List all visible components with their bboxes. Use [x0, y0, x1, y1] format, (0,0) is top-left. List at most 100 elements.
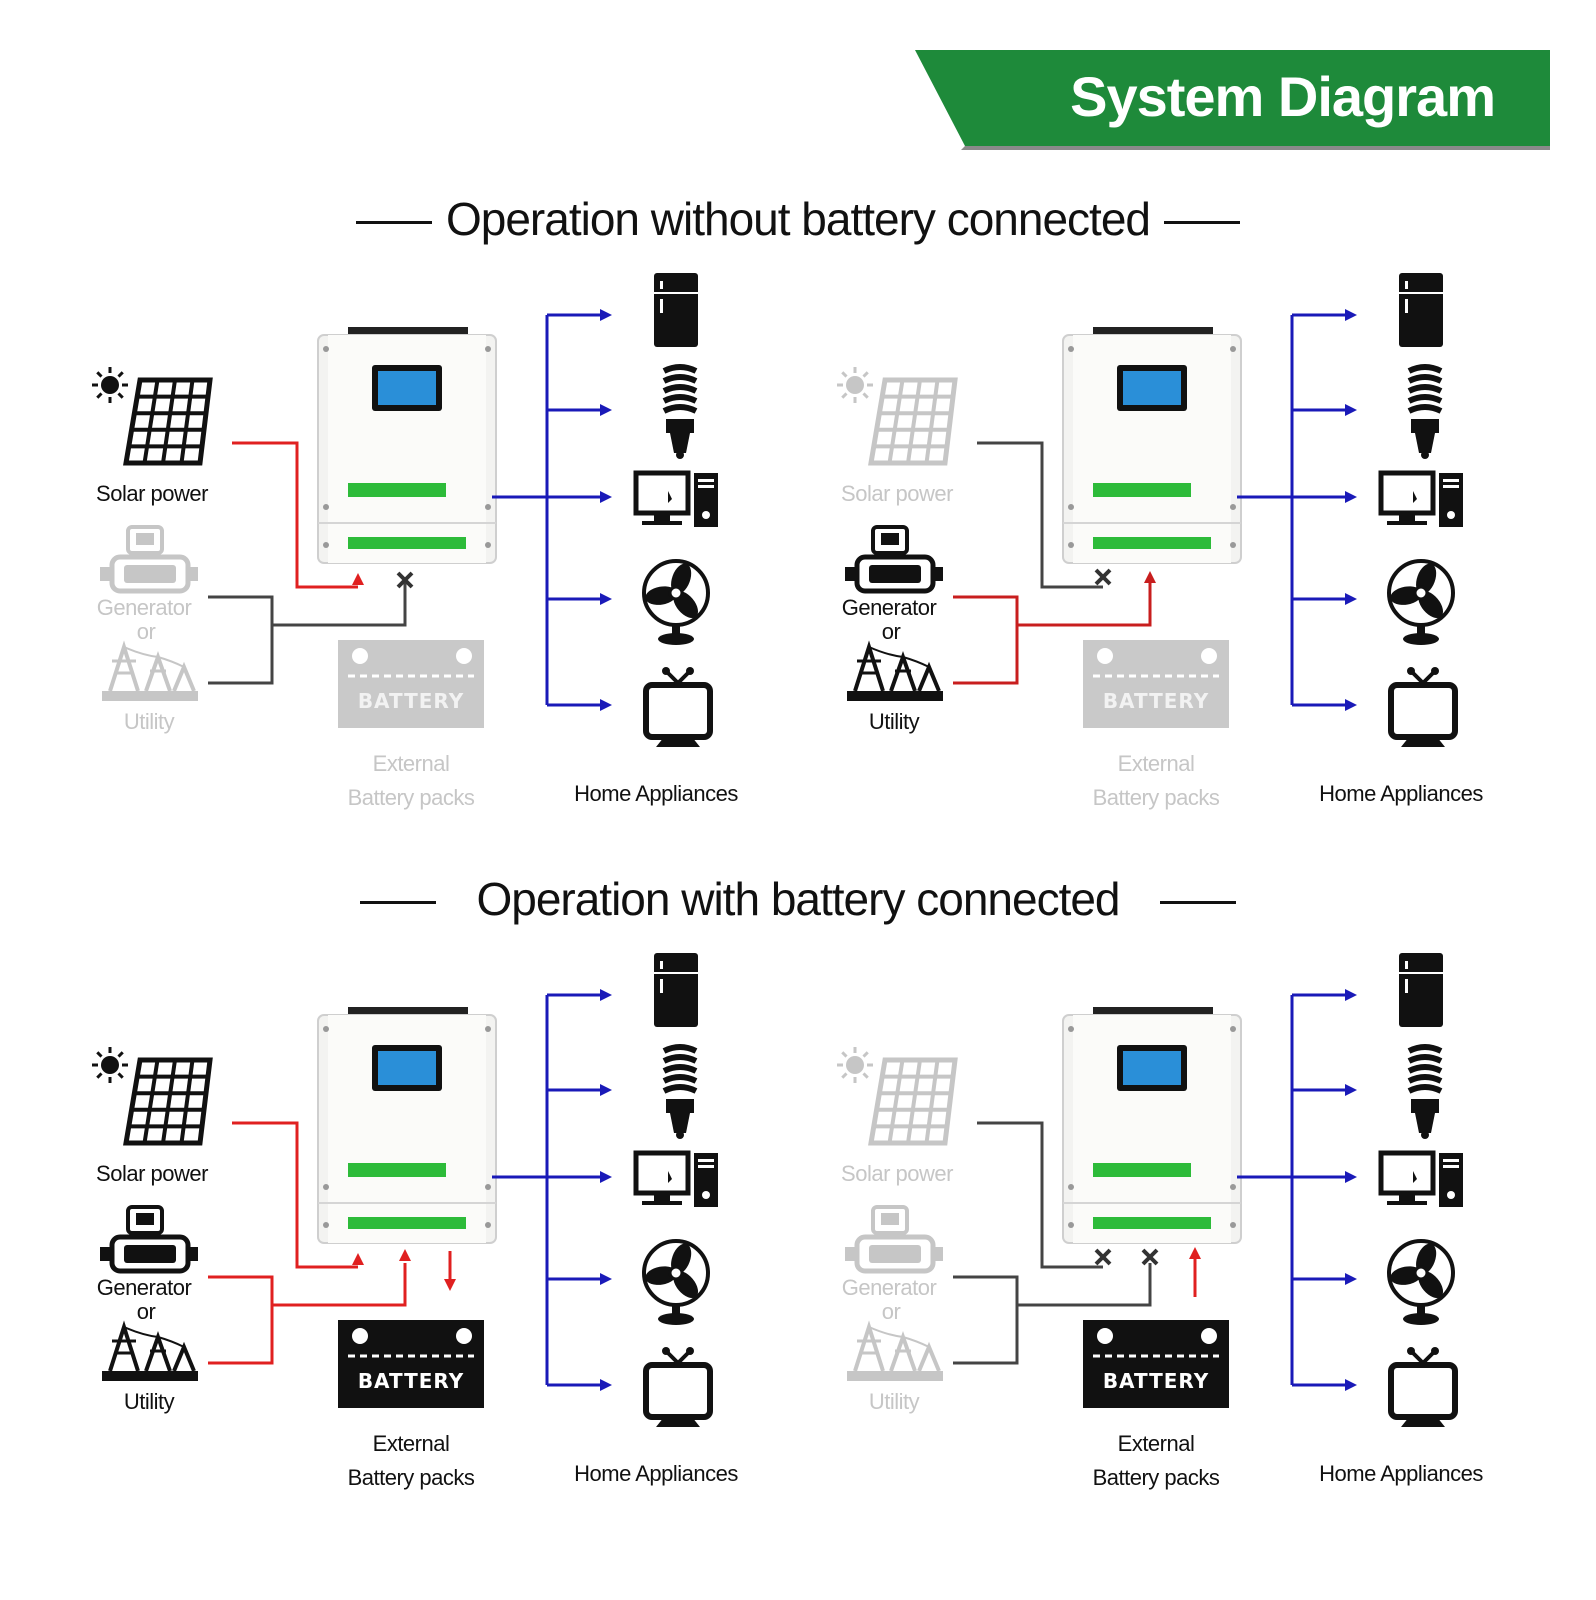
- generator-icon: [100, 525, 198, 594]
- label-solar-power: Solar power: [841, 481, 953, 506]
- battery-icon: [1083, 640, 1229, 728]
- generator-icon: [845, 1205, 943, 1274]
- label-generator: Generator: [96, 595, 192, 620]
- panel-diagram: [92, 273, 718, 747]
- label-home-appliances: Home Appliances: [574, 781, 738, 806]
- battery-label: BATTERY: [1102, 1369, 1210, 1393]
- arrow-head: [1144, 571, 1156, 583]
- disconnect-x-icon: [1094, 568, 1112, 586]
- utility-grid-icon: [102, 1320, 198, 1381]
- label-home-appliances: Home Appliances: [1319, 1461, 1483, 1486]
- arrow-head: [1345, 1171, 1357, 1183]
- solar-panel-icon: [92, 1047, 213, 1146]
- refrigerator-icon: [1399, 273, 1443, 347]
- label-or: or: [136, 619, 156, 644]
- solar-panel-icon: [92, 367, 213, 466]
- label-utility: Utility: [868, 1389, 920, 1414]
- solar-flow-line: [232, 441, 358, 589]
- arrow-head: [600, 1084, 612, 1096]
- grid-flow-line: [953, 595, 1019, 685]
- label-generator: Generator: [841, 1275, 937, 1300]
- inverter-label-strip: [348, 1163, 446, 1177]
- arrow-head: [1345, 491, 1357, 503]
- title-rule-right: [1164, 221, 1240, 225]
- battery-label: BATTERY: [1102, 689, 1210, 713]
- inverter-bottom-strip: [348, 537, 466, 549]
- title-rule-left: [360, 901, 437, 905]
- solar-flow-line: [232, 1121, 358, 1269]
- label-external: External: [1117, 751, 1195, 776]
- panel-diagram: [837, 953, 1463, 1427]
- label-battery-packs: Battery packs: [347, 1465, 475, 1490]
- solar-flow-line: [977, 1121, 1103, 1269]
- television-icon: [1388, 667, 1458, 747]
- label-or: or: [881, 1299, 901, 1324]
- utility-grid-icon: [102, 640, 198, 701]
- hybrid-inverter: [317, 327, 497, 564]
- arrow-head: [399, 1249, 411, 1261]
- label-battery-packs: Battery packs: [347, 785, 475, 810]
- battery-icon: [1083, 1320, 1229, 1408]
- arrow-head: [1345, 1379, 1357, 1391]
- label-battery-packs: Battery packs: [1092, 785, 1220, 810]
- label-external: External: [1117, 1431, 1195, 1456]
- generator-icon: [845, 525, 943, 594]
- generator-icon: [100, 1205, 198, 1274]
- arrow-head: [1345, 1273, 1357, 1285]
- desktop-computer-icon: [633, 470, 718, 527]
- arrow-head: [600, 989, 612, 1001]
- label-utility: Utility: [868, 709, 920, 734]
- refrigerator-icon: [654, 953, 698, 1027]
- banner-title: System Diagram: [1070, 65, 1496, 128]
- arrow-head: [1345, 699, 1357, 711]
- desk-fan-icon: [1387, 1239, 1455, 1325]
- grid-flow-line: [208, 1275, 274, 1365]
- arrow-head: [1345, 1084, 1357, 1096]
- arrow-head: [600, 1379, 612, 1391]
- section-title-without-battery: Operation without battery connected: [0, 192, 1596, 246]
- utility-grid-icon: [847, 1320, 943, 1381]
- label-or: or: [881, 619, 901, 644]
- television-icon: [643, 667, 713, 747]
- title-rule-left: [355, 221, 432, 225]
- grid-to-inverter-line: [1017, 583, 1152, 627]
- desk-fan-icon: [642, 1239, 710, 1325]
- hybrid-inverter: [317, 1007, 497, 1244]
- grid-to-inverter-line: [272, 1263, 407, 1307]
- label-home-appliances: Home Appliances: [1319, 781, 1483, 806]
- hybrid-inverter: [1062, 1007, 1242, 1244]
- grid-flow-line: [208, 595, 274, 685]
- section-title-with-battery: Operation with battery connected: [0, 872, 1596, 926]
- inverter-label-strip: [1093, 483, 1191, 497]
- cfl-bulb-icon: [1407, 364, 1443, 459]
- label-home-appliances: Home Appliances: [574, 1461, 738, 1486]
- arrow-head: [600, 1171, 612, 1183]
- arrow-head: [444, 1279, 456, 1291]
- battery-icon: [338, 1320, 484, 1408]
- hybrid-inverter: [1062, 327, 1242, 564]
- desktop-computer-icon: [1378, 1150, 1463, 1207]
- title-rule-right: [1159, 901, 1236, 905]
- arrow-head: [1345, 404, 1357, 416]
- television-icon: [1388, 1347, 1458, 1427]
- label-external: External: [372, 751, 450, 776]
- solar-flow-line: [977, 441, 1103, 589]
- arrow-head: [352, 573, 364, 585]
- desk-fan-icon: [642, 559, 710, 645]
- refrigerator-icon: [1399, 953, 1443, 1027]
- cfl-bulb-icon: [1407, 1044, 1443, 1139]
- grid-to-inverter-line: [272, 583, 407, 627]
- arrow-head: [1345, 989, 1357, 1001]
- label-or: or: [136, 1299, 156, 1324]
- utility-grid-icon: [847, 640, 943, 701]
- refrigerator-icon: [654, 273, 698, 347]
- label-external: External: [372, 1431, 450, 1456]
- grid-to-inverter-line: [1017, 1263, 1152, 1307]
- label-battery-packs: Battery packs: [1092, 1465, 1220, 1490]
- inverter-bottom-strip: [1093, 1217, 1211, 1229]
- solar-panel-icon: [837, 1047, 958, 1146]
- inverter-bottom-strip: [1093, 537, 1211, 549]
